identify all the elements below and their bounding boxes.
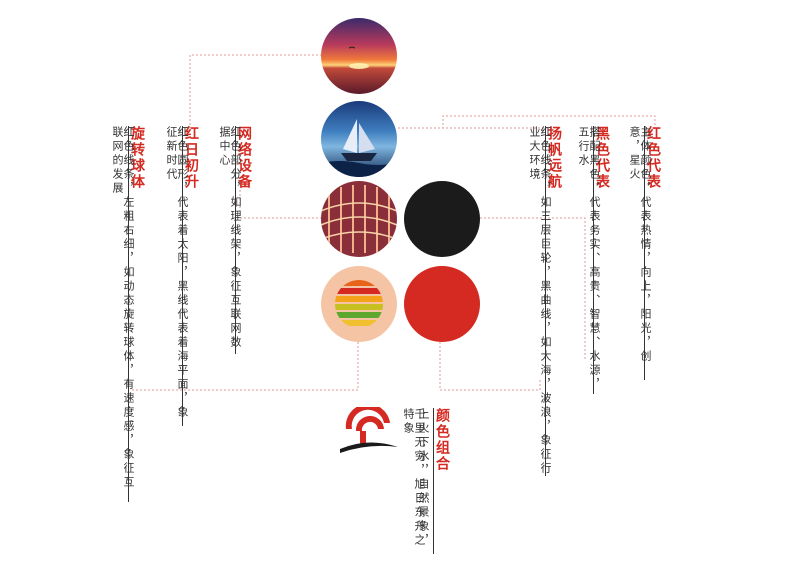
network-body: 红色部分，如理线架，象征互联网数据中心 — [218, 126, 242, 350]
server-rack-photo — [321, 181, 397, 257]
black-rep-body: 搭配黑色，代表务实、高贵、智慧、水源，五行水 — [577, 126, 601, 392]
combo-title: 颜色组合 — [434, 408, 450, 472]
red-rep-title: 红色代表 — [645, 126, 661, 190]
sailing-ship-photo — [321, 101, 397, 177]
red-swatch — [404, 266, 480, 342]
striped-sphere-graphic — [321, 266, 397, 342]
sunset-photo — [321, 18, 397, 94]
sunrise-body: 红色圆形，代表着太阳，黑线代表着海平面，象征新时代 — [165, 126, 189, 420]
network-title: 网络设备 — [236, 126, 252, 190]
sphere-body: 红色线条，左粗右细，如动态旋转球体，有速度感，象征互联网的发展 — [111, 126, 135, 490]
combo-body-1: 上火下水，自然景象， — [417, 408, 430, 548]
sphere-title: 旋转球体 — [129, 126, 145, 190]
red-rep-body: 主体颜色，代表热情，向上，阳光，创意，星火 — [628, 126, 652, 364]
combo-body-2: 千里无穷，旭日东升之特象 — [402, 408, 426, 548]
black-swatch — [404, 181, 480, 257]
sail-body: 红色线条，如三层巨轮，黑曲线，如大海，波浪，象征行业大环境 — [528, 126, 552, 476]
sail-title: 扬帆远航 — [546, 126, 562, 190]
sunrise-title: 红日初升 — [183, 126, 199, 190]
brand-logo — [338, 403, 400, 455]
black-rep-title: 黑色代表 — [594, 126, 610, 190]
